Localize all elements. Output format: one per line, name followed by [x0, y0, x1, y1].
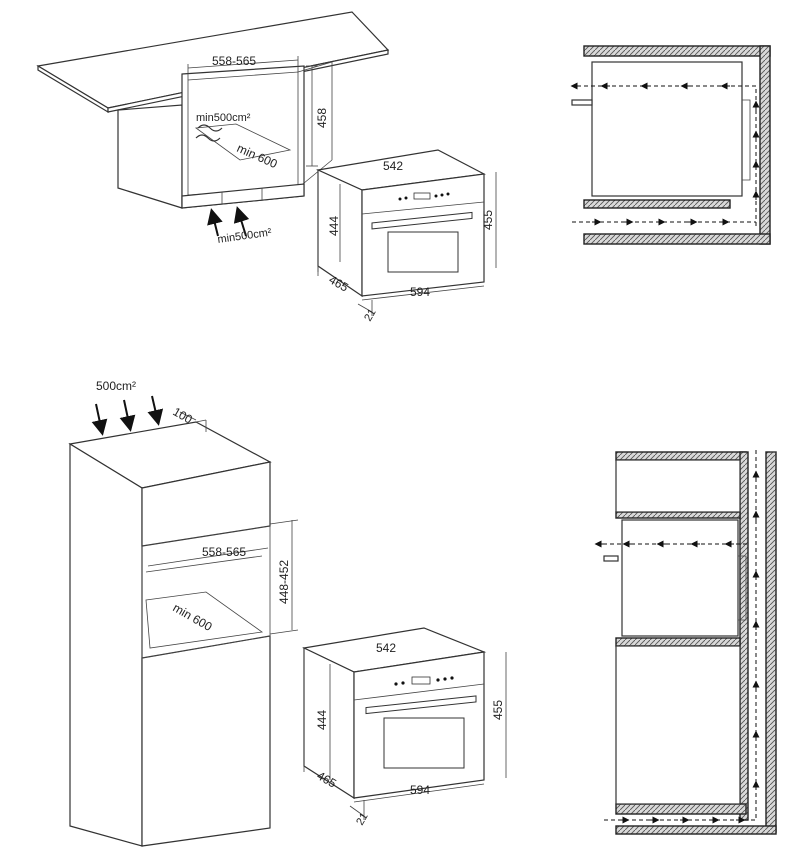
- oven2-offset-label: 21: [354, 811, 371, 828]
- bottom-shelf-hatch: [615, 803, 747, 815]
- niche-floor: [145, 591, 264, 649]
- oven-section-body: [591, 61, 743, 197]
- oven-compartment-handle: [603, 555, 619, 562]
- oven-section-handle: [571, 99, 593, 106]
- oven2-height-left-label: 444: [315, 710, 329, 730]
- lower-compartment: [615, 645, 741, 805]
- under-counter-cabinet-drawing: 558-565 min500cm² min 600 458 min500cm²: [36, 11, 390, 246]
- right-wall-hatch: [759, 45, 771, 245]
- oven-display: [413, 192, 431, 200]
- vent-label: 500cm²: [96, 379, 136, 393]
- oven2-handle: [365, 695, 477, 715]
- oven-height-left-label: 444: [327, 216, 341, 236]
- inner-right-wall-hatch: [739, 451, 749, 821]
- niche-width-label: 558-565: [202, 545, 246, 559]
- cabinet-height-label: 458: [315, 108, 329, 128]
- oven-niche: [141, 525, 271, 659]
- oven-handle: [371, 211, 473, 230]
- oven-height-right-label: 455: [481, 210, 495, 230]
- vent-top-label: min500cm²: [196, 112, 251, 124]
- cabinet-side-panel: [117, 104, 183, 209]
- top-shelf-hatch: [615, 451, 747, 461]
- cabinet-width-label: 558-565: [212, 54, 256, 68]
- upper-divider-hatch: [615, 511, 741, 519]
- oven-width-bottom-label: 594: [410, 285, 430, 299]
- vent-bottom-label: min500cm²: [217, 226, 273, 246]
- upper-compartment: [615, 459, 741, 513]
- outer-right-wall-hatch: [765, 451, 777, 833]
- niche-depth-label: min 600: [171, 600, 215, 634]
- bottom-airflow-section: [594, 450, 777, 835]
- oven-compartment: [621, 519, 739, 637]
- lower-divider-hatch: [615, 637, 741, 647]
- tall-cabinet-drawing: 500cm² 100 558-565 448-452 min 600: [68, 379, 299, 847]
- oven2-width-bottom-label: 594: [410, 783, 430, 797]
- oven-offset-label: 21: [362, 307, 379, 324]
- cabinet-floor: [194, 123, 292, 161]
- oven2-window: [383, 717, 465, 769]
- niche-height-label: 448-452: [277, 560, 291, 604]
- tall-cabinet-lower-front: [141, 635, 271, 847]
- oven-window: [387, 231, 459, 273]
- vent-grille: [181, 183, 305, 209]
- top-oven-drawing: 542 444 455 465 594 21: [315, 149, 497, 324]
- oven2-display: [411, 676, 431, 685]
- bottom-wall-hatch: [583, 233, 771, 245]
- oven2-width-top-label: 542: [376, 641, 396, 655]
- top-wall-hatch: [583, 45, 771, 57]
- oven-width-top-label: 542: [383, 159, 403, 173]
- oven2-height-right-label: 455: [491, 700, 505, 720]
- top-airflow-section: [570, 45, 771, 245]
- tall-cabinet-side: [69, 442, 143, 847]
- floor-hatch: [615, 825, 777, 835]
- shelf-hatch: [583, 199, 731, 209]
- bottom-oven-drawing: 542 444 455 465 594 21: [302, 627, 507, 828]
